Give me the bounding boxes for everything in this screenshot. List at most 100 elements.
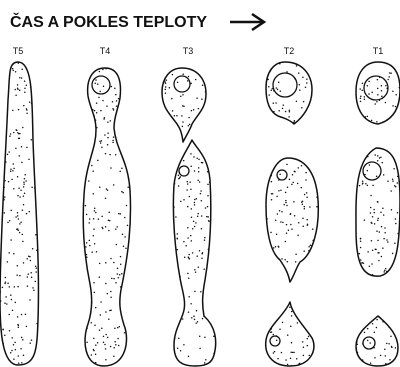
stipple-dot: [173, 260, 175, 262]
stipple-dot: [316, 236, 318, 238]
stipple-dot: [31, 339, 33, 341]
stipple-dot: [91, 165, 93, 167]
stipple-dot: [17, 212, 19, 214]
bubble-top-t3: [174, 76, 190, 92]
stipple-dot: [357, 343, 359, 345]
stipple-dot: [264, 351, 266, 353]
stipple-dot: [3, 104, 5, 106]
stipple-dot: [121, 191, 123, 193]
stipple-dot: [318, 175, 320, 177]
stipple-dot: [287, 187, 289, 189]
stipple-dot: [397, 162, 399, 164]
stipple-dot: [269, 117, 271, 119]
stipple-dot: [289, 110, 291, 112]
stipple-dot: [374, 331, 376, 333]
stipple-dot: [394, 242, 396, 244]
stipple-dot: [19, 232, 21, 234]
stipple-dot: [121, 147, 123, 149]
stipple-dot: [25, 180, 27, 182]
stipple-dot: [374, 212, 376, 214]
stipple-dot: [201, 98, 203, 100]
stipple-dot: [196, 310, 198, 312]
stipple-dot: [395, 94, 397, 96]
stipple-dot: [91, 251, 93, 253]
stipple-dot: [89, 240, 91, 242]
stipple-dot: [264, 179, 266, 181]
stipple-dot: [96, 102, 98, 104]
stipple-dot: [397, 124, 399, 126]
stipple-dot: [211, 321, 213, 323]
stipple-dot: [29, 342, 31, 344]
stipple-dot: [196, 143, 198, 145]
stipple-dot: [115, 154, 117, 156]
stipple-dot: [293, 121, 295, 123]
stipple-dot: [129, 66, 131, 68]
stipple-dot: [197, 215, 199, 217]
stipple-dot: [123, 245, 125, 247]
column-t2: [263, 59, 320, 366]
stipple-dot: [360, 314, 362, 316]
stipple-dot: [115, 228, 117, 230]
stipple-dot: [35, 271, 37, 273]
stipple-dot: [266, 243, 268, 245]
stipple-dot: [16, 274, 18, 276]
stipple-dot: [29, 101, 31, 103]
stipple-dot: [383, 238, 385, 240]
stipple-dot: [25, 313, 27, 315]
stipple-dot: [197, 138, 199, 140]
stipple-dot: [312, 365, 314, 367]
bubble-mid-t3: [179, 166, 189, 176]
stipple-dot: [395, 186, 397, 188]
stipple-dot: [298, 167, 300, 169]
stipple-dot: [10, 210, 12, 212]
stipple-dot: [302, 77, 304, 79]
stipple-dot: [301, 201, 303, 203]
stipple-dot: [13, 132, 15, 134]
stipple-dot: [391, 347, 393, 349]
stipple-dot: [273, 256, 275, 258]
stipple-dot: [367, 116, 369, 118]
stipple-dot: [14, 342, 16, 344]
stipple-dot: [265, 362, 267, 364]
stipple-dot: [123, 289, 125, 291]
stipple-dot: [360, 238, 362, 240]
stipple-dot: [367, 328, 369, 330]
stipple-dot: [1, 187, 3, 189]
stipple-dot: [372, 323, 374, 325]
stipple-dot: [215, 253, 217, 255]
stipple-dot: [297, 155, 299, 157]
stipple-dot: [184, 256, 186, 258]
stipple-dot: [87, 119, 89, 121]
stipple-dot: [285, 192, 287, 194]
stipple-dot: [207, 216, 209, 218]
stipple-dot: [26, 85, 28, 87]
stipple-dot: [357, 331, 359, 333]
stipple-dot: [363, 262, 365, 264]
stipple-dot: [301, 282, 303, 284]
stipple-dot: [3, 154, 5, 156]
stipple-dot: [283, 104, 285, 106]
stipple-dot: [383, 125, 385, 127]
stipple-dot: [193, 221, 195, 223]
stipple-dot: [8, 181, 10, 183]
stipple-dot: [364, 332, 366, 334]
stipple-dot: [211, 222, 213, 224]
stipple-dot: [178, 290, 180, 292]
stipple-dot: [211, 231, 213, 233]
stipple-dot: [207, 151, 209, 153]
stipple-dot: [31, 139, 33, 141]
stipple-dot: [198, 171, 200, 173]
stipple-dot: [127, 124, 128, 126]
stipple-dot: [1, 180, 3, 182]
stipple-dot: [210, 294, 212, 296]
stipple-dot: [377, 88, 379, 90]
stipple-dot: [99, 276, 101, 278]
stipple-dot: [303, 313, 305, 315]
stipple-dot: [217, 144, 219, 146]
stipple-dot: [21, 69, 23, 71]
stipple-dot: [397, 325, 399, 327]
stipple-dot: [198, 108, 200, 110]
stipple-dot: [36, 131, 38, 133]
stipple-dot: [310, 59, 312, 61]
stipple-dot: [123, 149, 125, 151]
